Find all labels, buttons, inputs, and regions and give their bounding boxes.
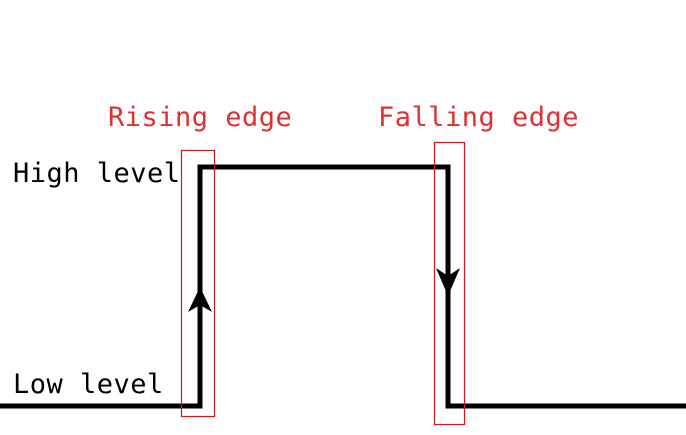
arrow-down-icon [436, 268, 460, 296]
rising-edge-label: Rising edge [108, 102, 293, 133]
falling-edge-label: Falling edge [378, 102, 580, 133]
rising-edge-highlight-box [180, 149, 216, 418]
square-wave-signal [0, 164, 686, 409]
low-level-label: Low level [13, 369, 164, 400]
high-level-label: High level [13, 158, 181, 189]
falling-edge-highlight-box [433, 141, 466, 426]
arrow-up-icon [188, 287, 212, 312]
